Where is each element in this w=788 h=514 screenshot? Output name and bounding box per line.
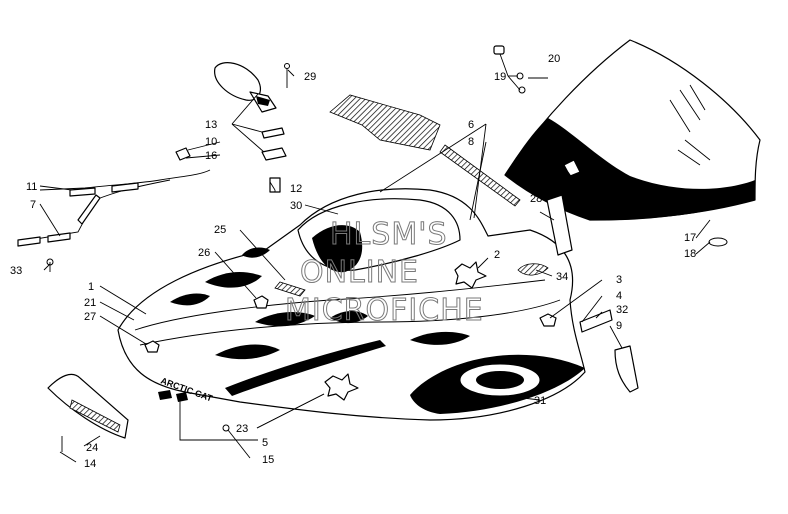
watermark-line-2: ONLINE: [300, 255, 419, 290]
callout-28: 28: [530, 193, 542, 205]
callout-1: 1: [88, 281, 94, 293]
callout-29: 29: [304, 71, 316, 83]
callout-4: 4: [616, 290, 622, 302]
callout-31: 31: [534, 395, 546, 407]
callout-26: 26: [198, 247, 210, 259]
callout-13: 13: [205, 119, 217, 131]
callout-32: 32: [616, 304, 628, 316]
callouts: 1 2 3 4 5 6 7 8 9 10 11 12 13 14 15 16 1…: [10, 53, 696, 470]
callout-8: 8: [468, 136, 474, 148]
callout-18: 18: [684, 248, 696, 260]
leader-lines: [39, 53, 711, 463]
callout-11: 11: [26, 181, 37, 193]
callout-12: 12: [290, 183, 302, 195]
callout-2: 2: [494, 249, 500, 261]
front-bumper: [47, 373, 129, 452]
callout-7: 7: [30, 199, 36, 211]
windshield-hardware: [493, 45, 728, 256]
watermark: HLSM'S ONLINE MICROFICHE: [285, 217, 484, 329]
hood: ARCTIC CAT: [117, 188, 586, 421]
callout-3: 3: [616, 274, 622, 286]
callout-23: 23: [236, 423, 248, 435]
fasteners-bottom: [222, 424, 230, 432]
watermark-line-3: MICROFICHE: [285, 293, 484, 328]
watermark-line-1: HLSM'S: [330, 217, 448, 252]
callout-16: 16: [205, 150, 217, 162]
windshield: [504, 39, 761, 221]
callout-34: 34: [556, 271, 568, 283]
mirror-assembly: [214, 62, 290, 193]
right-side-parts: [579, 309, 639, 393]
cable-assembly: [17, 147, 211, 272]
callout-14: 14: [84, 458, 96, 470]
callout-33: 33: [10, 265, 22, 277]
callout-15: 15: [262, 454, 274, 466]
callout-5: 5: [262, 437, 268, 449]
callout-10: 10: [205, 136, 217, 148]
callout-17: 17: [684, 232, 696, 244]
callout-27: 27: [84, 311, 96, 323]
callout-25: 25: [214, 224, 226, 236]
callout-19: 19: [494, 71, 506, 83]
callout-24: 24: [86, 442, 98, 454]
callout-20: 20: [548, 53, 560, 65]
decal-top: [329, 94, 521, 207]
callout-22: 22: [560, 176, 572, 188]
callout-6: 6: [468, 119, 474, 131]
callout-9: 9: [616, 320, 622, 332]
callout-21: 21: [84, 297, 96, 309]
callout-30: 30: [290, 200, 302, 212]
